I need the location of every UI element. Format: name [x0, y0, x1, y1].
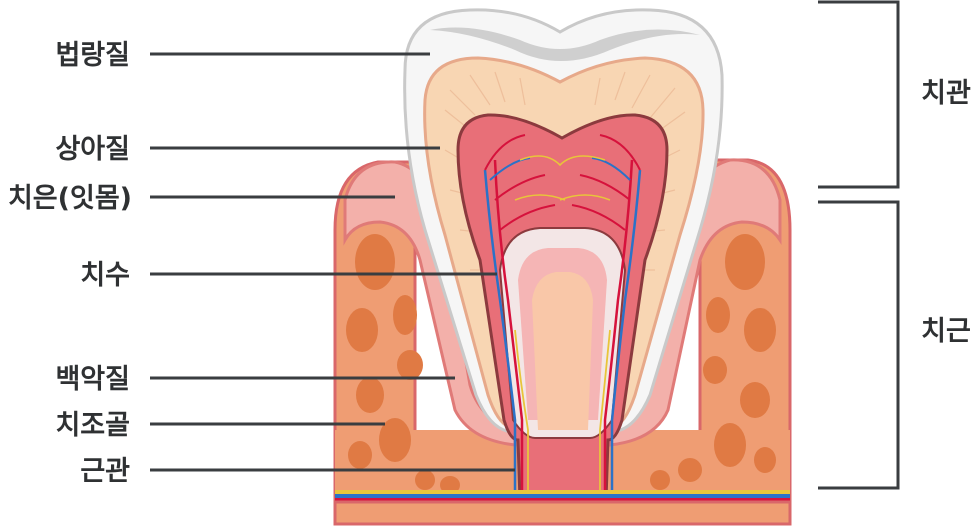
label-gum: 치은(잇몸) [8, 183, 132, 214]
label-cementum: 백악질 [55, 364, 130, 395]
bracket-crown [818, 0, 900, 189]
label-alveolar-bone: 치조골 [55, 410, 130, 441]
bracket-root [818, 200, 900, 490]
label-root: 치근 [921, 316, 971, 347]
alveolar-bone [333, 158, 792, 502]
label-enamel: 법랑질 [55, 40, 130, 71]
label-pulp: 치수 [80, 260, 130, 291]
label-crown: 치관 [921, 78, 971, 109]
blood-vessels-and-nerves [483, 134, 642, 500]
base-layers [333, 490, 792, 526]
label-root-canal: 근관 [80, 456, 130, 487]
label-dentin: 상아질 [55, 134, 130, 165]
